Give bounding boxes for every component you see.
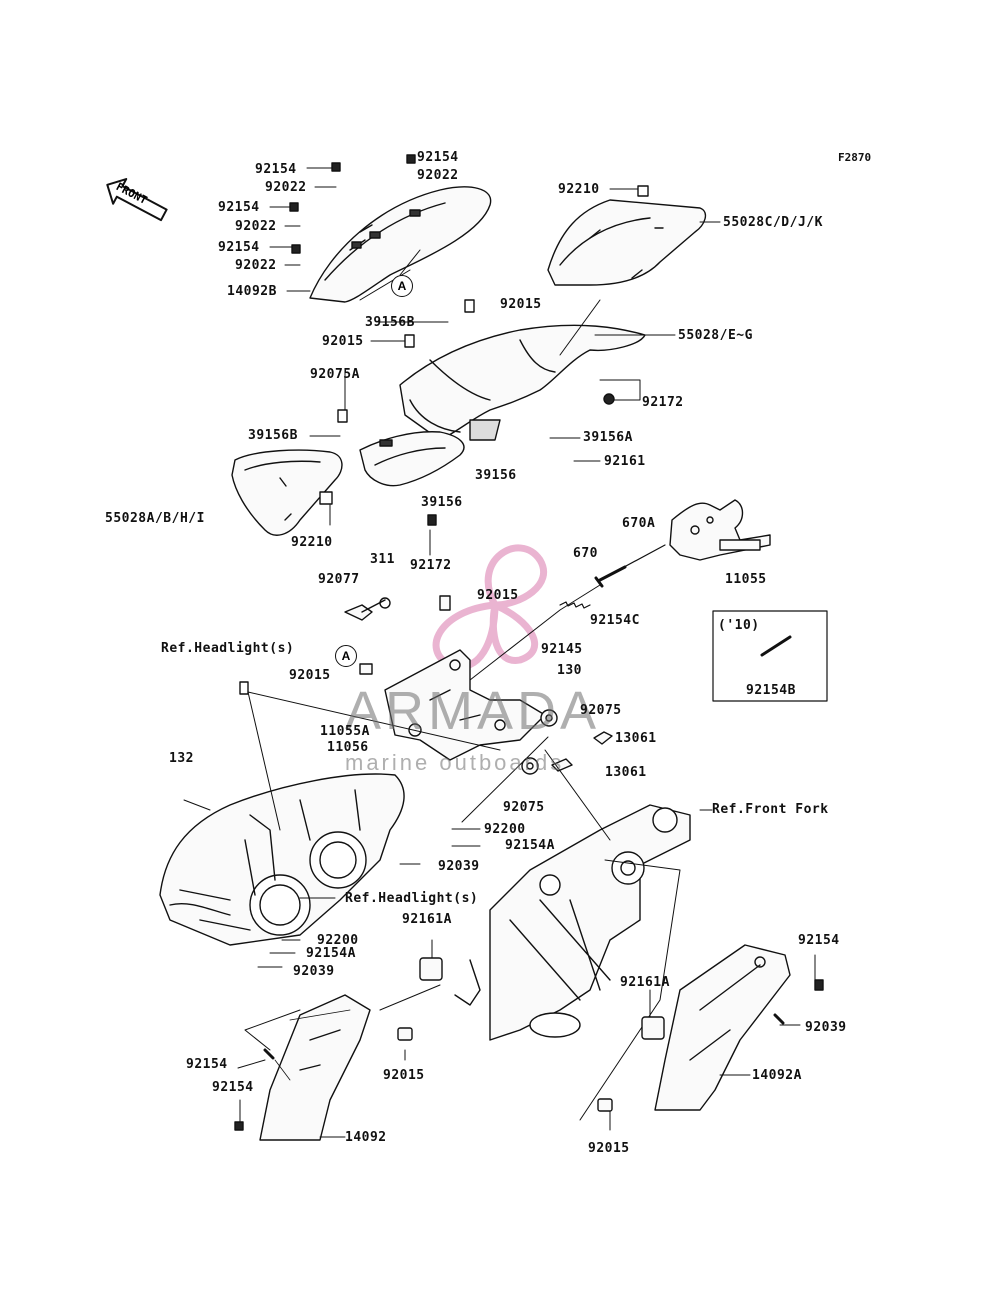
upper-bracket-11055 [669,499,771,561]
part-label: 92154 [417,150,459,165]
part-label: 55028C/D/J/K [723,215,823,230]
part-label: 92154A [306,946,356,961]
part-label: 130 [557,663,582,678]
bolt-92154c [594,565,627,588]
part-label: 92210 [558,182,600,197]
part-label: 92022 [235,258,277,273]
part-label: 92022 [265,180,307,195]
part-label: 670A [622,516,656,531]
part-label: 11055 [725,572,767,587]
part-92077 [344,597,391,621]
bracket-clip [239,681,249,695]
model-year-box [712,610,828,702]
part-label: 92015 [477,588,519,603]
part-label: 92039 [438,859,480,874]
lower-collars [397,957,665,1112]
bolt-92154b [760,635,792,657]
part-label: 39156B [365,315,415,330]
part-label: 92154B [746,683,796,698]
part-label: 92154 [212,1080,254,1095]
part-label: 92015 [383,1068,425,1083]
part-label: 14092B [227,284,277,299]
part-label: 92172 [410,558,452,573]
upper-inner-cover-14092b [309,186,492,303]
part-label: 39156 [475,468,517,483]
part-label: 92022 [235,219,277,234]
part-label: 92075 [503,800,545,815]
headlight-assembly [159,773,405,946]
front-arrow-icon [106,178,168,222]
part-label: 92154C [590,613,640,628]
part-label: 670 [573,546,598,561]
lower-fasteners [234,979,824,1131]
part-label: 92154 [255,162,297,177]
side-panel-55028c [547,199,707,286]
callout-a-upper: A [391,275,413,297]
part-label: ('10) [718,618,760,633]
main-cowling-55028 [399,324,646,441]
part-label: 92015 [289,668,331,683]
part-label: 92015 [588,1141,630,1156]
side-panel-55028a [231,449,343,536]
part-label: 55028/E~G [678,328,753,343]
part-label: 14092A [752,1068,802,1083]
part-label: 92022 [417,168,459,183]
lower-inner-piece [359,431,465,487]
part-label: 92154A [505,838,555,853]
part-label: 92200 [317,933,359,948]
part-label: 92161 [604,454,646,469]
spring-92145 [559,601,591,609]
part-label: 39156 [421,495,463,510]
fastener-bolts [289,154,649,526]
part-label: 92154 [798,933,840,948]
callout-a-lower: A [335,645,357,667]
inner-cover-14092 [259,994,371,1141]
part-label: 92154 [186,1057,228,1072]
part-label: 13061 [605,765,647,780]
part-label: 92077 [318,572,360,587]
watermark-logo [432,544,547,671]
part-label: 92015 [322,334,364,349]
part-label: 13061 [615,731,657,746]
part-label: 92161A [620,975,670,990]
part-label: 55028A/B/H/I [105,511,205,526]
part-label: 92145 [541,642,583,657]
inner-cover-14092a [654,944,791,1111]
part-label: 92154 [218,240,260,255]
front-fork-assembly [454,804,691,1041]
part-label: 92172 [642,395,684,410]
part-label: 92015 [500,297,542,312]
part-label: 92200 [484,822,526,837]
leader-lines [269,167,721,556]
watermark-title: ARMADA [345,681,601,741]
part-label: 92161A [402,912,452,927]
part-label: 92039 [293,964,335,979]
part-label: 11056 [327,740,369,755]
figure-code: F2870 [838,151,872,164]
part-label: Ref.Headlight(s) [161,641,295,656]
part-label: 14092 [345,1130,387,1145]
watermark-subtitle: marine outboards [345,750,565,775]
part-label: 39156A [583,430,633,445]
part-label: 311 [370,552,395,567]
part-label: 11055A [320,724,370,739]
part-label: Ref.Headlight(s) [345,891,479,906]
part-label: 92210 [291,535,333,550]
part-label: 92154 [218,200,260,215]
part-label: Ref.Front Fork [712,802,829,817]
part-label: 92075A [310,367,360,382]
part-label: 92039 [805,1020,847,1035]
part-label: 132 [169,751,194,766]
collars [359,595,613,775]
part-label: 39156B [248,428,298,443]
part-label: 92075 [580,703,622,718]
